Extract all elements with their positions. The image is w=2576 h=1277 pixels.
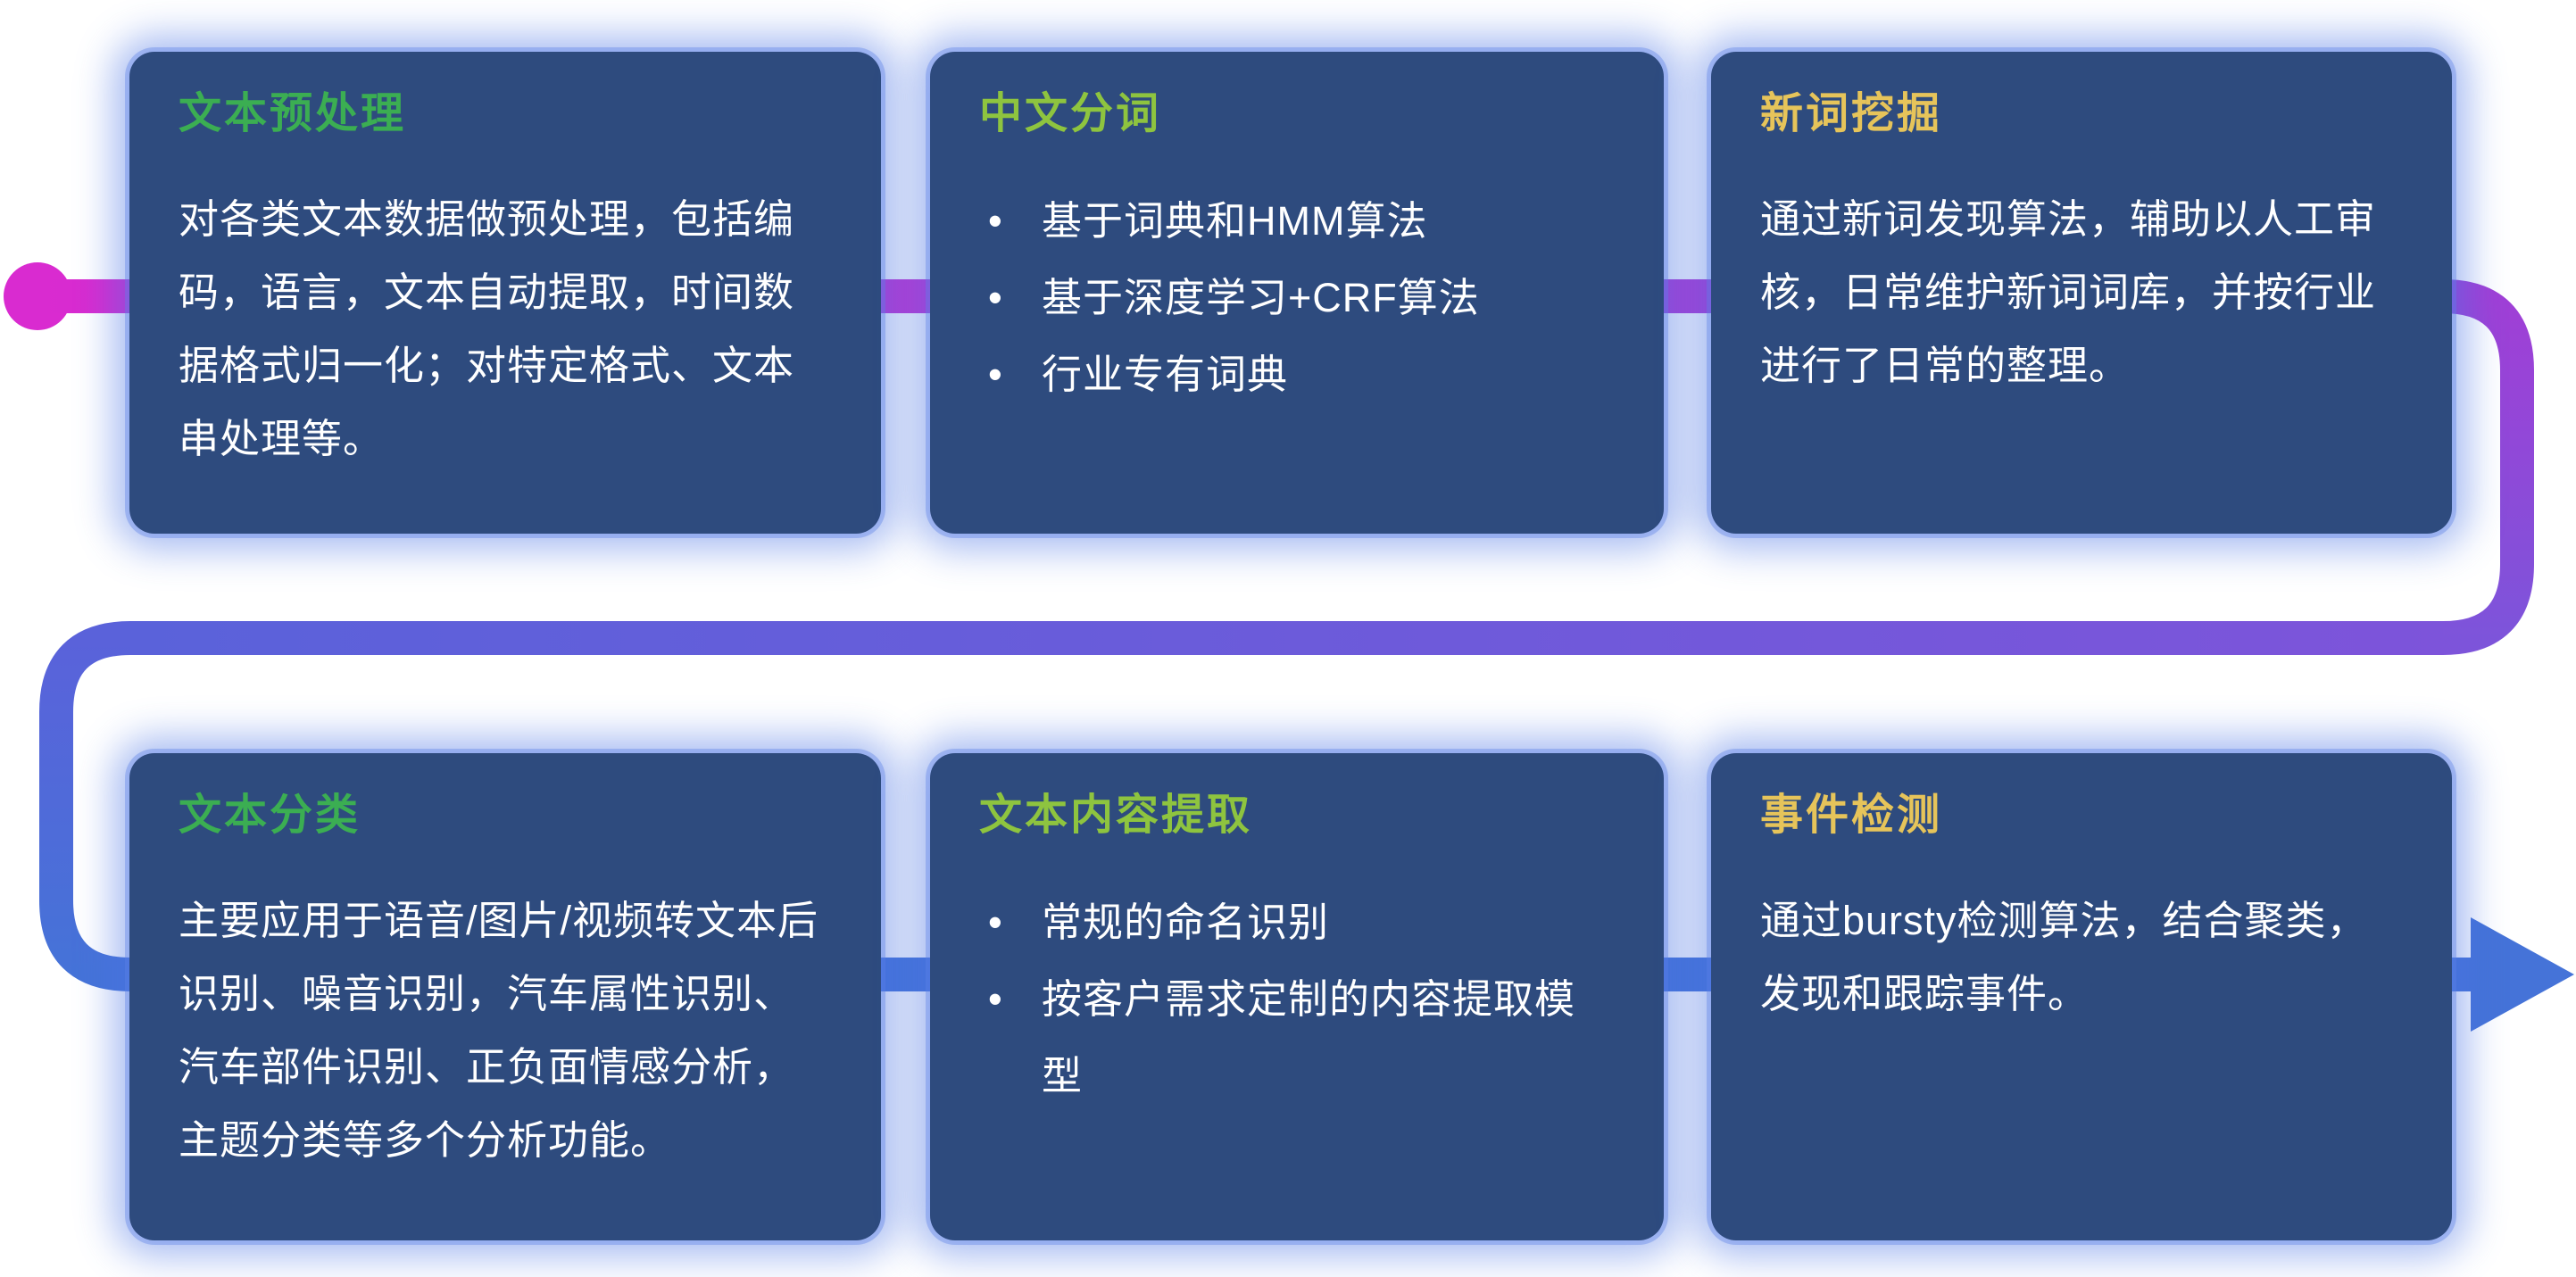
flow-segment-right-turn — [2442, 279, 2534, 655]
card-title: 新词挖掘 — [1760, 90, 1943, 137]
card-body-text: 通过bursty检测算法，结合聚类，发现和跟踪事件。 — [1760, 898, 2368, 1017]
bullet-text: 行业专有词典 — [1042, 352, 1289, 398]
bullet-text: 基于词典和HMM算法 — [1042, 198, 1428, 245]
bullet-item: 常规的命名识别 — [979, 884, 1608, 961]
bullet-item: 行业专有词典 — [979, 336, 1608, 413]
card-body-text: 对各类文本数据做预处理，包括编码，语言，文本自动提取，时间数据格式归一化；对特定… — [179, 196, 795, 462]
card-event-detection: 事件检测 通过bursty检测算法，结合聚类，发现和跟踪事件。 — [1711, 753, 2452, 1240]
bullet-item: 基于词典和HMM算法 — [979, 183, 1608, 260]
card-body-text: 通过新词发现算法，辅助以人工审核，日常维护新词词库，并按行业进行了日常的整理。 — [1760, 196, 2377, 389]
bullet-item: 按客户需求定制的内容提取模型 — [979, 961, 1608, 1115]
bullet-text: 按客户需求定制的内容提取模型 — [1042, 976, 1576, 1099]
card-text-content-extraction: 文本内容提取 常规的命名识别 按客户需求定制的内容提取模型 — [930, 753, 1664, 1240]
card-title: 中文分词 — [979, 90, 1162, 137]
bullet-text: 基于深度学习+CRF算法 — [1042, 275, 1480, 321]
card-body-text: 主要应用于语音/图片/视频转文本后识别、噪音识别，汽车属性识别、汽车部件识别、正… — [179, 898, 819, 1164]
bullet-item: 基于深度学习+CRF算法 — [979, 260, 1608, 336]
card-text-preprocessing: 文本预处理 对各类文本数据做预处理，包括编码，语言，文本自动提取，时间数据格式归… — [129, 52, 881, 534]
flow-segment-left-turn — [39, 621, 131, 991]
bullet-list: 常规的命名识别 按客户需求定制的内容提取模型 — [979, 884, 1608, 1115]
card-text-classification: 文本分类 主要应用于语音/图片/视频转文本后识别、噪音识别，汽车属性识别、汽车部… — [129, 753, 881, 1240]
card-title: 文本内容提取 — [979, 792, 1253, 839]
card-title: 事件检测 — [1760, 792, 1943, 839]
bullet-text: 常规的命名识别 — [1042, 900, 1330, 946]
card-new-word-mining: 新词挖掘 通过新词发现算法，辅助以人工审核，日常维护新词词库，并按行业进行了日常… — [1711, 52, 2452, 534]
flow-end-arrow-icon — [2471, 917, 2574, 1032]
card-title: 文本预处理 — [179, 90, 407, 137]
card-chinese-word-segmentation: 中文分词 基于词典和HMM算法 基于深度学习+CRF算法 行业专有词典 — [930, 52, 1664, 534]
card-title: 文本分类 — [179, 792, 361, 839]
bullet-list: 基于词典和HMM算法 基于深度学习+CRF算法 行业专有词典 — [979, 183, 1608, 413]
